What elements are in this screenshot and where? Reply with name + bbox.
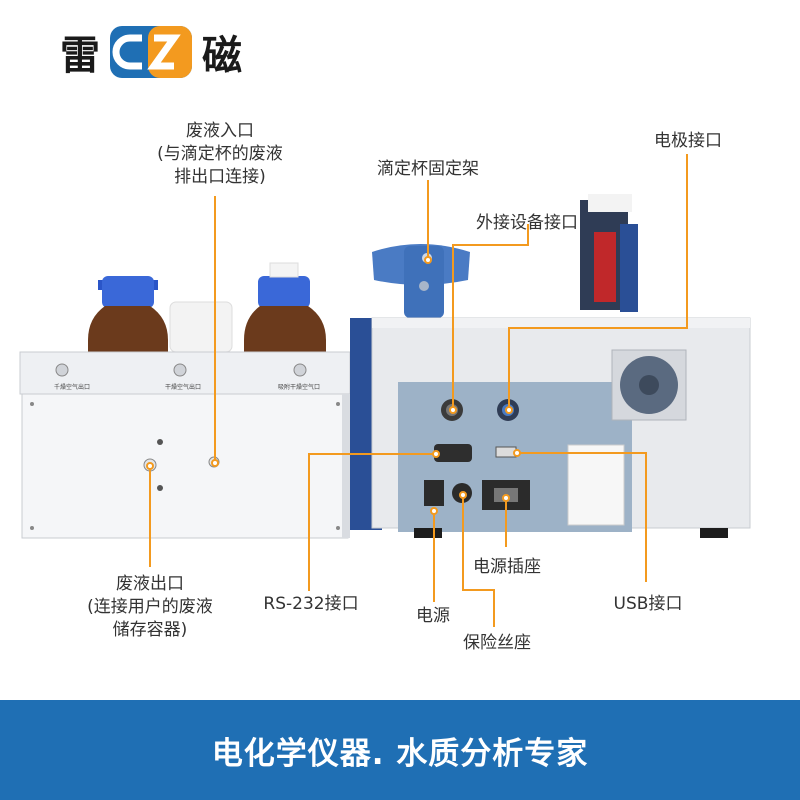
label-titration-holder: 滴定杯固定架: [377, 159, 479, 179]
leader-fuse: [462, 494, 464, 590]
leader-waste-inlet: [214, 196, 216, 460]
dot-electrode-port: [505, 406, 513, 414]
instrument-illustration: [19, 194, 751, 539]
dot-external-port: [449, 406, 457, 414]
logo-char-left: 雷: [60, 33, 100, 79]
leader-waste-outlet: [149, 467, 151, 567]
label-power-socket: 电源插座: [473, 557, 541, 577]
label-power: 电源: [416, 606, 450, 626]
leader-external-port: [452, 244, 528, 246]
panel-text: 吸附干燥空气口: [278, 384, 321, 391]
leader-electrode-port: [686, 154, 688, 328]
panel-text: 千燥空气出口: [54, 384, 91, 391]
logo-char-right: 磁: [202, 33, 242, 79]
dot-rs232: [432, 450, 440, 458]
footer-banner: 电化学仪器. 水质分析专家: [0, 700, 800, 800]
logo-mark-icon: [110, 26, 192, 78]
panel-text: 干燥空气出口: [165, 384, 202, 391]
dot-fuse: [459, 491, 467, 499]
dot-waste-inlet: [211, 459, 219, 467]
leader-titration-holder: [427, 180, 429, 260]
dot-power-socket: [502, 494, 510, 502]
dot-usb: [513, 449, 521, 457]
dot-waste-outlet: [146, 462, 154, 470]
footer-slogan: 电化学仪器. 水质分析专家: [211, 735, 589, 772]
dot-titration-holder: [424, 256, 432, 264]
leader-power: [433, 510, 435, 602]
label-usb: USB接口: [613, 594, 683, 614]
label-waste-inlet: 废液入口 (与滴定杯的废液 排出口连接): [157, 121, 283, 187]
label-fuse: 保险丝座: [463, 633, 531, 653]
label-external-port: 外接设备接口: [476, 213, 578, 233]
leader-power-socket: [505, 497, 507, 547]
leader-usb: [516, 452, 646, 454]
leader-rs232: [308, 453, 436, 455]
brand-logo: 雷 磁: [60, 22, 242, 82]
label-rs232: RS-232接口: [263, 594, 359, 614]
dot-power: [430, 507, 438, 515]
label-electrode-port: 电极接口: [654, 131, 722, 151]
label-waste-outlet: 废液出口 (连接用户的废液 储存容器): [87, 574, 213, 640]
